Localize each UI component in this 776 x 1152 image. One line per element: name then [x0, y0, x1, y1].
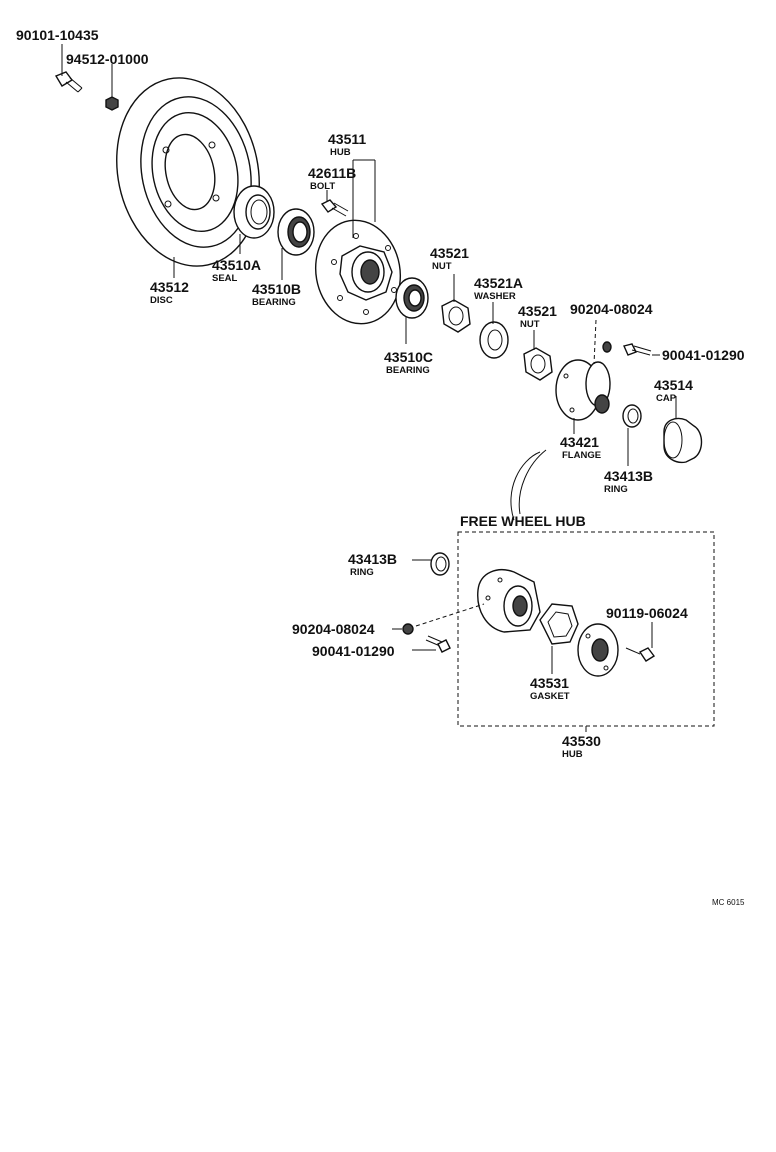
washer-90204-08024-top-drawing	[602, 341, 612, 353]
label-43521a: 43521A	[474, 275, 523, 291]
label-90101-10435: 90101-10435	[16, 27, 99, 43]
bolt-42611b-drawing	[320, 199, 349, 217]
seal-43510a-drawing	[233, 185, 275, 239]
label-43530: 43530	[562, 733, 601, 749]
label-43413b-bottom: 43413B	[348, 551, 397, 567]
label-90204-08024-bottom: 90204-08024	[292, 621, 375, 637]
label-43531: 43531	[530, 675, 569, 691]
label-90041-01290-bottom: 90041-01290	[312, 643, 395, 659]
label-90204-08024-top: 90204-08024	[570, 301, 653, 317]
label-43421: 43421	[560, 434, 599, 450]
label-43514-name: CAP	[656, 393, 677, 404]
nut-94512-01000-drawing	[105, 96, 119, 111]
label-43510b-name: BEARING	[252, 297, 296, 308]
bolt-90101-10435-drawing	[54, 71, 83, 93]
gasket-43531-drawing	[539, 603, 579, 645]
free-wheel-hub-body-drawing	[477, 569, 541, 633]
disc-rotor-drawing	[116, 77, 260, 267]
label-43413b-top-name: RING	[604, 484, 628, 495]
label-90041-01290-top: 90041-01290	[662, 347, 745, 363]
cap-43514-drawing	[663, 417, 703, 464]
diagram-code: MC 6015	[712, 898, 745, 907]
hub-cover-43530-drawing	[577, 623, 619, 677]
bearing-43510c-drawing	[395, 277, 429, 319]
label-43531-name: GASKET	[530, 691, 570, 702]
flange-43421-drawing	[555, 359, 611, 421]
label-43521-name: NUT	[432, 261, 452, 272]
label-43530-name: HUB	[562, 749, 583, 760]
bolt-90119-06024-drawing	[625, 647, 656, 662]
label-43514: 43514	[654, 377, 693, 393]
label-43521a-name: WASHER	[474, 291, 516, 302]
ring-43413b-top-drawing	[622, 404, 642, 428]
washer-43521a-drawing	[479, 321, 509, 359]
hub-43511-drawing	[314, 219, 402, 325]
label-90119-06024: 90119-06024	[606, 605, 688, 621]
ring-43413b-bottom-drawing	[430, 552, 450, 576]
label-43512: 43512	[150, 279, 189, 295]
free-wheel-hub-title: FREE WHEEL HUB	[460, 513, 586, 529]
label-42611b: 42611B	[308, 165, 356, 181]
label-43510a: 43510A	[212, 257, 261, 273]
label-43521-second-name: NUT	[520, 319, 540, 330]
label-94512-01000: 94512-01000	[66, 51, 149, 67]
label-43521-second: 43521	[518, 303, 557, 319]
label-43511-name: HUB	[330, 147, 351, 158]
label-43510b: 43510B	[252, 281, 301, 297]
washer-90204-08024-bottom-drawing	[402, 623, 414, 635]
label-43512-name: DISC	[150, 295, 173, 306]
label-43521: 43521	[430, 245, 469, 261]
label-43413b-bottom-name: RING	[350, 567, 374, 578]
label-43511: 43511	[328, 131, 366, 147]
label-43413b-top: 43413B	[604, 468, 653, 484]
nut-43521-second-drawing	[523, 347, 553, 381]
label-43421-name: FLANGE	[562, 450, 601, 461]
bolt-90041-01290-bottom-drawing	[425, 635, 451, 653]
bolt-90041-01290-top-drawing	[623, 343, 652, 356]
label-42611b-name: BOLT	[310, 181, 335, 192]
label-43510c-name: BEARING	[386, 365, 430, 376]
nut-43521-drawing	[441, 299, 471, 333]
label-43510a-name: SEAL	[212, 273, 238, 284]
bearing-43510b-drawing	[277, 208, 315, 256]
label-43510c: 43510C	[384, 349, 433, 365]
